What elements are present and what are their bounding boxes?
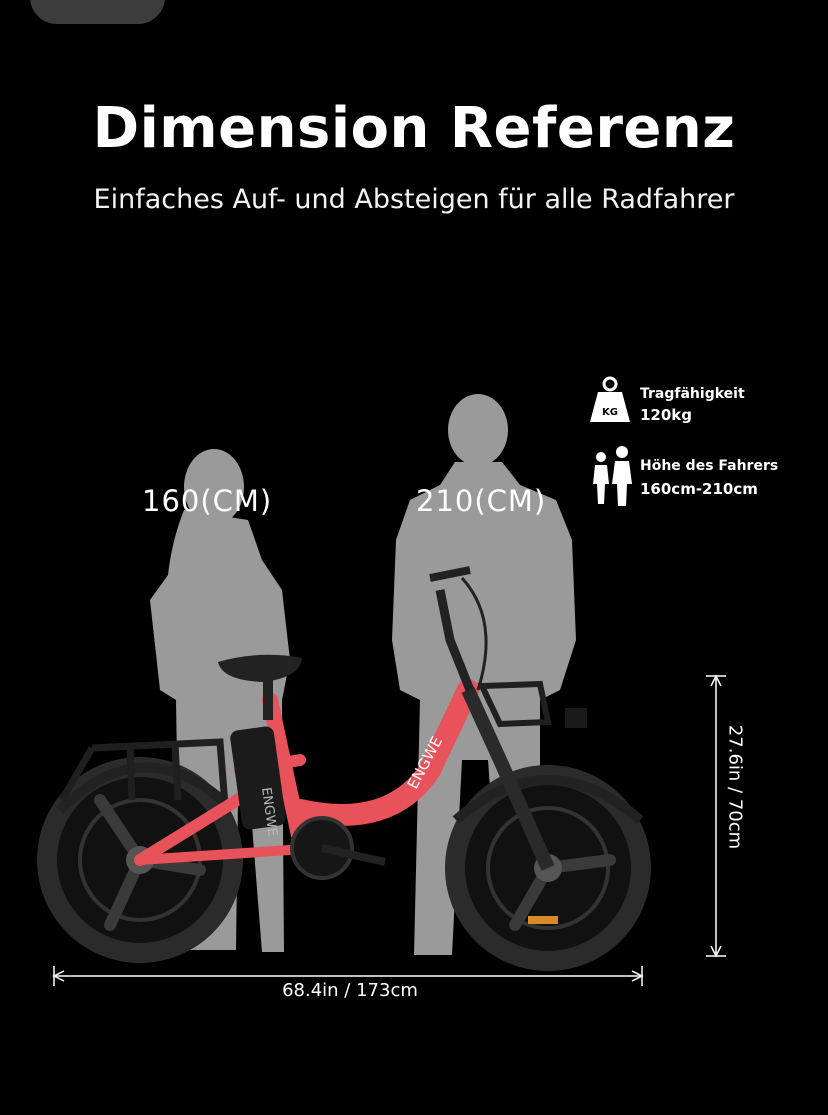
page-subtitle: Einfaches Auf- und Absteigen für alle Ra… [93, 184, 735, 215]
riders-icon [593, 446, 632, 506]
rider-height-label: Höhe des Fahrers [640, 458, 779, 474]
battery-brand-text: ENGWE [258, 786, 280, 837]
page-title: Dimension Referenz [92, 96, 736, 161]
short-person-height-label: 160(CM) [142, 484, 273, 518]
tall-person-height-label: 210(CM) [416, 484, 547, 518]
length-dimension-line [52, 966, 644, 986]
load-capacity-label: Tragfähigkeit [640, 386, 745, 402]
bike-height-label: 27.6in / 70cm [724, 724, 746, 850]
top-pill-decoration [30, 0, 165, 24]
weight-icon-text: KG [602, 407, 618, 418]
rider-height-value: 160cm-210cm [640, 480, 758, 498]
weight-icon: KG [590, 376, 630, 422]
height-dimension-line [706, 674, 726, 958]
bike-length-label: 68.4in / 173cm [282, 980, 418, 1001]
e-bike-illustration: ENGWE ENGWE [37, 566, 651, 971]
load-capacity-value: 120kg [640, 406, 693, 424]
